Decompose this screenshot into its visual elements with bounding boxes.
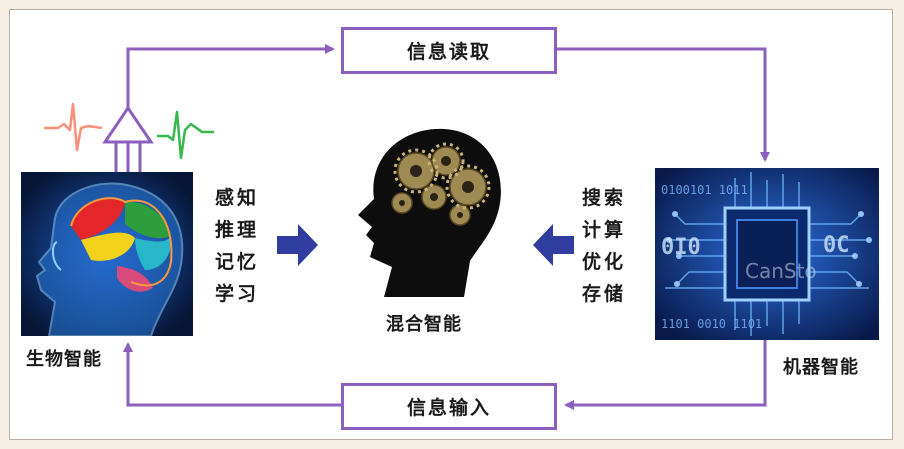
flow-line-top-right [557,47,770,162]
hybrid-intelligence-label: 混合智能 [386,314,462,335]
svg-text:0100101 1011: 0100101 1011 [661,183,748,197]
info-input-box: 信息输入 [341,383,557,430]
machine-capabilities-list: 搜索 计算 优化 存储 [582,182,626,310]
human-brain-icon [21,172,193,336]
flow-line-bottom-right [564,340,767,410]
capability-item: 计算 [582,219,627,241]
bio-intelligence-label: 生物智能 [26,349,102,370]
svg-text:1101 0010 1101: 1101 0010 1101 [661,317,762,331]
block-arrow-left [533,224,574,266]
capability-item: 优化 [582,251,627,273]
neural-signal-icon [44,102,103,152]
circuit-chip-image: 0100101 1011 0I0 0C 1101 0010 1101 CanSt… [655,168,879,340]
biological-brain-image [21,172,193,336]
flow-line-bottom-left [123,342,341,407]
capability-item: 学习 [215,283,260,305]
flow-line-top-left [126,44,335,110]
block-arrow-right [277,224,318,266]
svg-text:0I0: 0I0 [661,235,701,260]
capability-item: 搜索 [582,187,627,209]
capability-item: 存储 [582,283,627,305]
machine-intelligence-label: 机器智能 [783,357,859,378]
neural-signal-icon-green [157,110,214,160]
svg-text:0C: 0C [823,233,850,258]
watermark-text: CanSto [745,259,817,283]
bio-capabilities-list: 感知 推理 记忆 学习 [215,182,259,310]
circuit-chip-icon: 0100101 1011 0I0 0C 1101 0010 1101 CanSt… [655,168,879,340]
capability-item: 记忆 [215,251,260,273]
gear-head-image [340,117,510,297]
capability-item: 推理 [215,219,260,241]
info-read-box: 信息读取 [341,27,557,74]
capability-item: 感知 [215,187,260,209]
gear-head-icon [358,128,501,297]
